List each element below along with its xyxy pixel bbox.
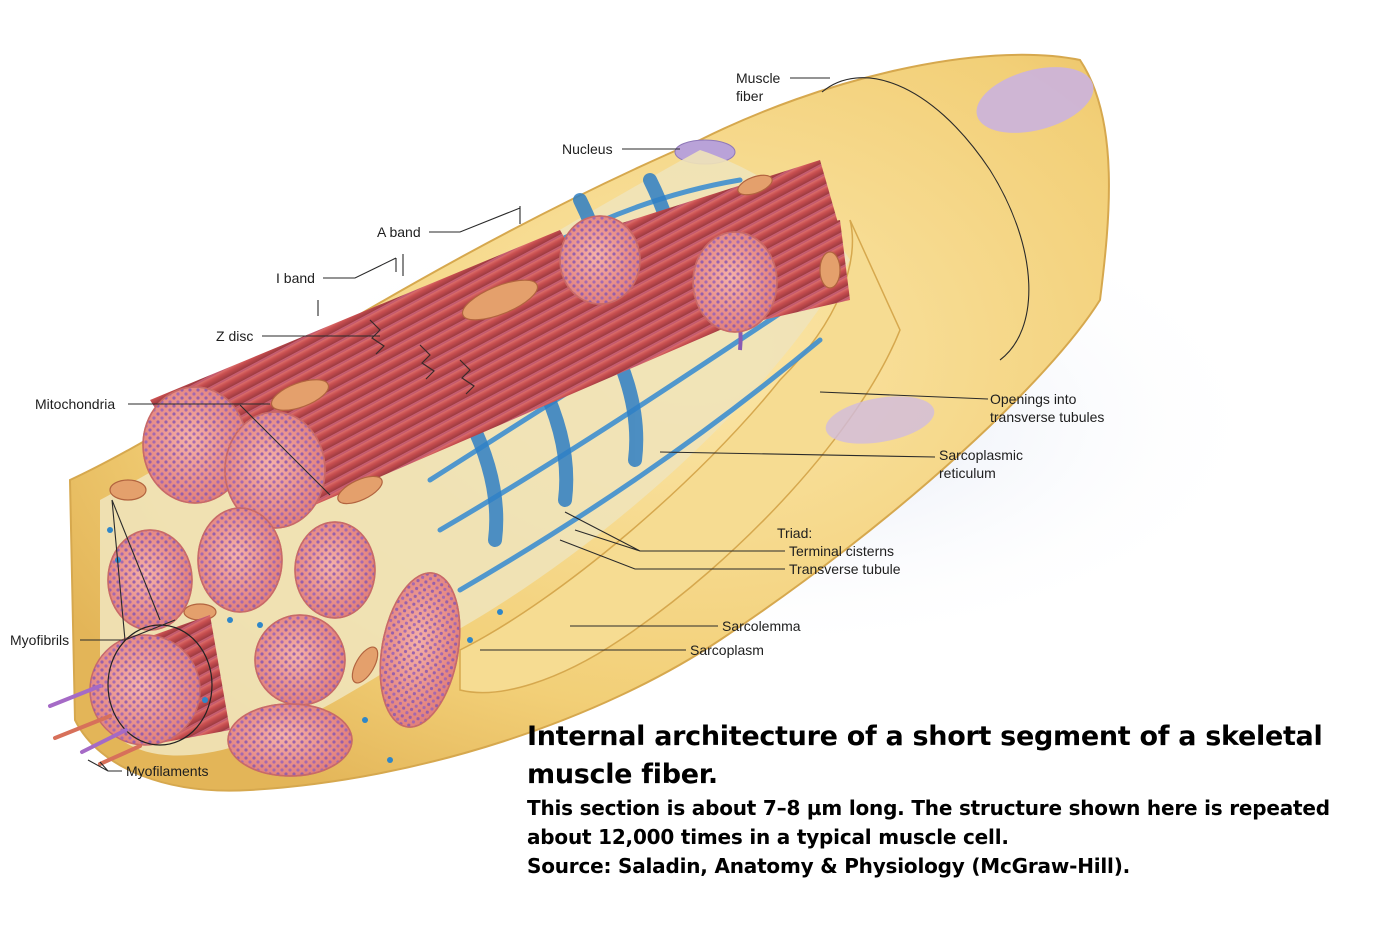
mitochondria [109,174,841,684]
leader-terminal-cisterns [564,511,785,552]
label-sr-line1: Sarcoplasmic [939,447,1024,463]
front-myofibril [89,615,230,746]
nucleus-bulge-1 [976,67,1094,133]
label-mitochondria: Mitochondria [35,396,116,412]
label-sarcoplasm: Sarcoplasm [690,642,764,658]
label-muscle-fiber-line1: Muscle [736,70,781,86]
nucleus-bulge-2 [825,396,935,444]
caption-body-line2: about 12,000 times in a typical muscle c… [527,825,1009,849]
label-sr-line2: reticulum [939,465,996,481]
label-muscle-fiber-line2: fiber [736,88,764,104]
myofibril-ends [107,215,778,777]
figure-caption: Internal architecture of a short segment… [527,718,1367,881]
label-i-band: I band [276,270,315,286]
caption-heading-line1: Internal architecture of a short segment… [527,721,1323,752]
caption-body-line1: This section is about 7–8 µm long. The s… [527,796,1330,820]
label-muscle-fiber: Muscle fiber [736,69,780,105]
label-sarcoplasmic-reticulum: Sarcoplasmic reticulum [939,446,1023,482]
caption-source: Source: Saladin, Anatomy & Physiology (M… [527,854,1131,878]
caption-heading-line2: muscle fiber. [527,759,718,790]
leader-i-band [317,257,397,316]
leader-transverse-tubule [559,539,785,570]
label-openings: Openings into transverse tubules [990,390,1104,426]
label-transverse-tubule: Transverse tubule [789,561,901,577]
label-myofilaments: Myofilaments [126,763,209,779]
label-openings-line2: transverse tubules [990,409,1105,425]
leader-myofilaments [87,759,122,772]
myofilament-strands [48,684,142,766]
sarcolemma-flap [459,219,901,694]
leader-a-band [402,206,521,276]
muscle-fiber-bracket [821,77,1030,361]
leader-sarcoplasmic-reticulum [659,451,936,458]
label-nucleus: Nucleus [562,141,613,157]
leader-openings [819,391,989,400]
leader-lines [80,77,1030,772]
z-disc-lines [369,319,475,395]
leader-mitochondria [128,403,331,496]
label-a-band: A band [377,224,421,240]
label-openings-line1: Openings into [990,391,1077,407]
label-triad: Triad: [777,525,813,541]
leader-myofibrils [80,499,176,641]
label-sarcolemma: Sarcolemma [722,618,801,634]
label-myofibrils: Myofibrils [10,632,70,648]
label-terminal-cisterns: Terminal cisterns [789,543,895,559]
label-z-disc: Z disc [216,328,254,344]
